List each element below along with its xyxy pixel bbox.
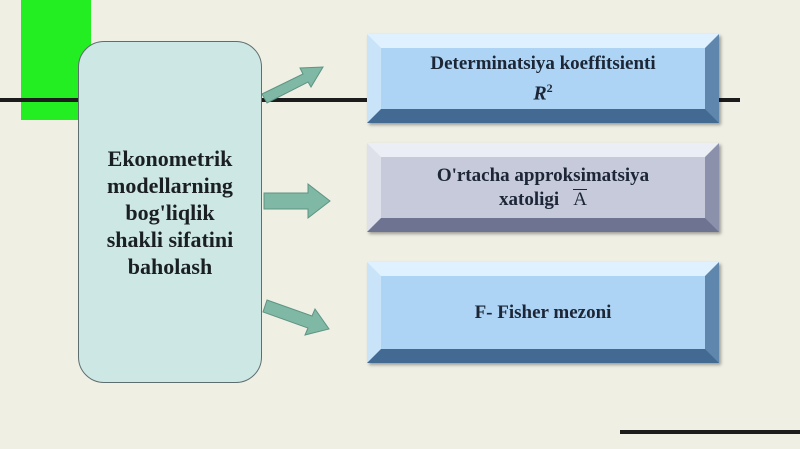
central-line: baholash [127,253,213,279]
approximation-error-box: O'rtacha approksimatsiya xatoligi A [367,143,719,232]
a-bar-symbol: A [573,188,587,210]
determination-title: Determinatsiya koeffitsienti [430,52,656,74]
central-line: shakli sifatini [106,226,234,252]
central-line: Ekonometrik [107,145,233,171]
r-symbol: R [533,82,547,105]
arrow-to-approximation [263,182,331,220]
fisher-criterion-box: F- Fisher mezoni [367,262,719,363]
arrow-to-fisher [262,299,330,336]
central-concept-text: Ekonometrik modellarning bog'liqlik shak… [107,145,234,280]
bottom-divider-line [620,430,800,434]
determination-coefficient-box: Determinatsiya koeffitsienti R2 [367,34,719,123]
fisher-title: F- Fisher mezoni [474,301,612,323]
central-line: bog'liqlik [125,199,215,225]
central-line: modellarning [107,172,233,198]
r-squared-symbol: R2 [430,76,655,106]
approximation-title-line1: O'rtacha approksimatsiya [436,164,650,186]
r-superscript: 2 [546,80,553,95]
central-concept-box: Ekonometrik modellarning bog'liqlik shak… [78,41,262,383]
approximation-title-line2: xatoligi [499,188,560,210]
arrow-to-determination [261,66,324,104]
